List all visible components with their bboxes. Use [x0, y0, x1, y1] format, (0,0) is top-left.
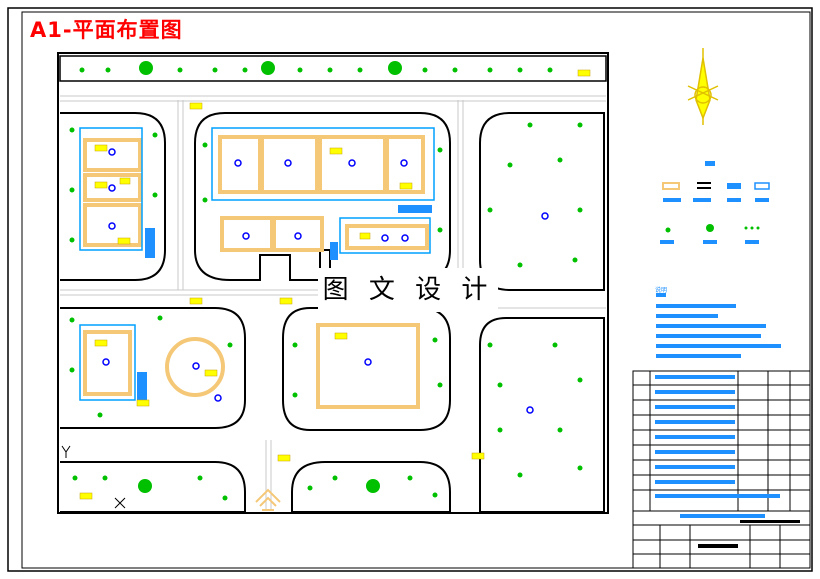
outer-border	[7, 7, 813, 572]
block-outlines	[60, 112, 605, 513]
inner-border	[21, 11, 811, 569]
title-block	[632, 370, 811, 569]
water-outlines	[79, 127, 435, 401]
axis-marks	[61, 445, 126, 509]
tree-icon	[69, 61, 583, 501]
notes	[656, 293, 781, 358]
notes-title: 说明	[655, 287, 668, 294]
buildings	[83, 135, 429, 409]
building-marker-icon	[102, 148, 549, 414]
watermark-text: 图 文 设 计	[318, 268, 498, 312]
entrance-arrow-icon	[255, 488, 281, 511]
north-arrow-icon	[687, 48, 719, 125]
legend	[660, 161, 770, 244]
water-features	[137, 205, 432, 400]
top-green-strip	[59, 55, 607, 82]
title-block-fills	[655, 375, 800, 548]
drawing-title: A1-平面布置图	[30, 18, 183, 42]
label-tag-icon	[79, 69, 591, 500]
